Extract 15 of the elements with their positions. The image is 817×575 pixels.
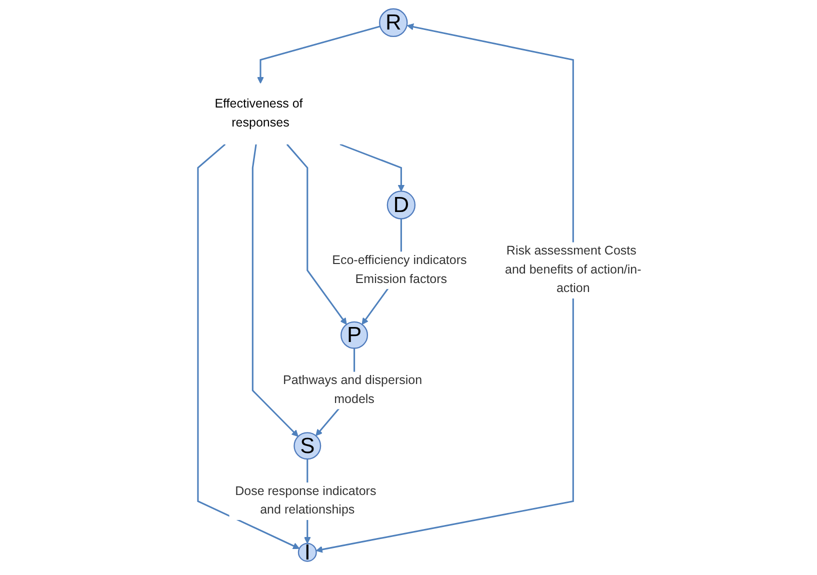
node-circle: P	[340, 321, 368, 349]
edge-label: Pathways and dispersion models	[282, 374, 422, 406]
arrow	[286, 144, 346, 325]
node-circle: I	[297, 542, 316, 562]
node-circle: D	[386, 190, 416, 220]
edge-label: Risk assessment Costs and benefits of action/in-action	[504, 244, 641, 296]
arrow	[256, 26, 380, 84]
arrow	[251, 144, 298, 437]
node-text: Effectiveness of responses	[214, 97, 302, 130]
node-circle: R	[378, 8, 408, 38]
node-circle: S	[293, 432, 321, 460]
edge-label: Eco-efficiency indicators Emission factors	[332, 254, 466, 286]
edge-label: Dose response indicators and relationships	[234, 484, 376, 517]
arrow	[196, 144, 300, 550]
arrow	[339, 144, 404, 192]
